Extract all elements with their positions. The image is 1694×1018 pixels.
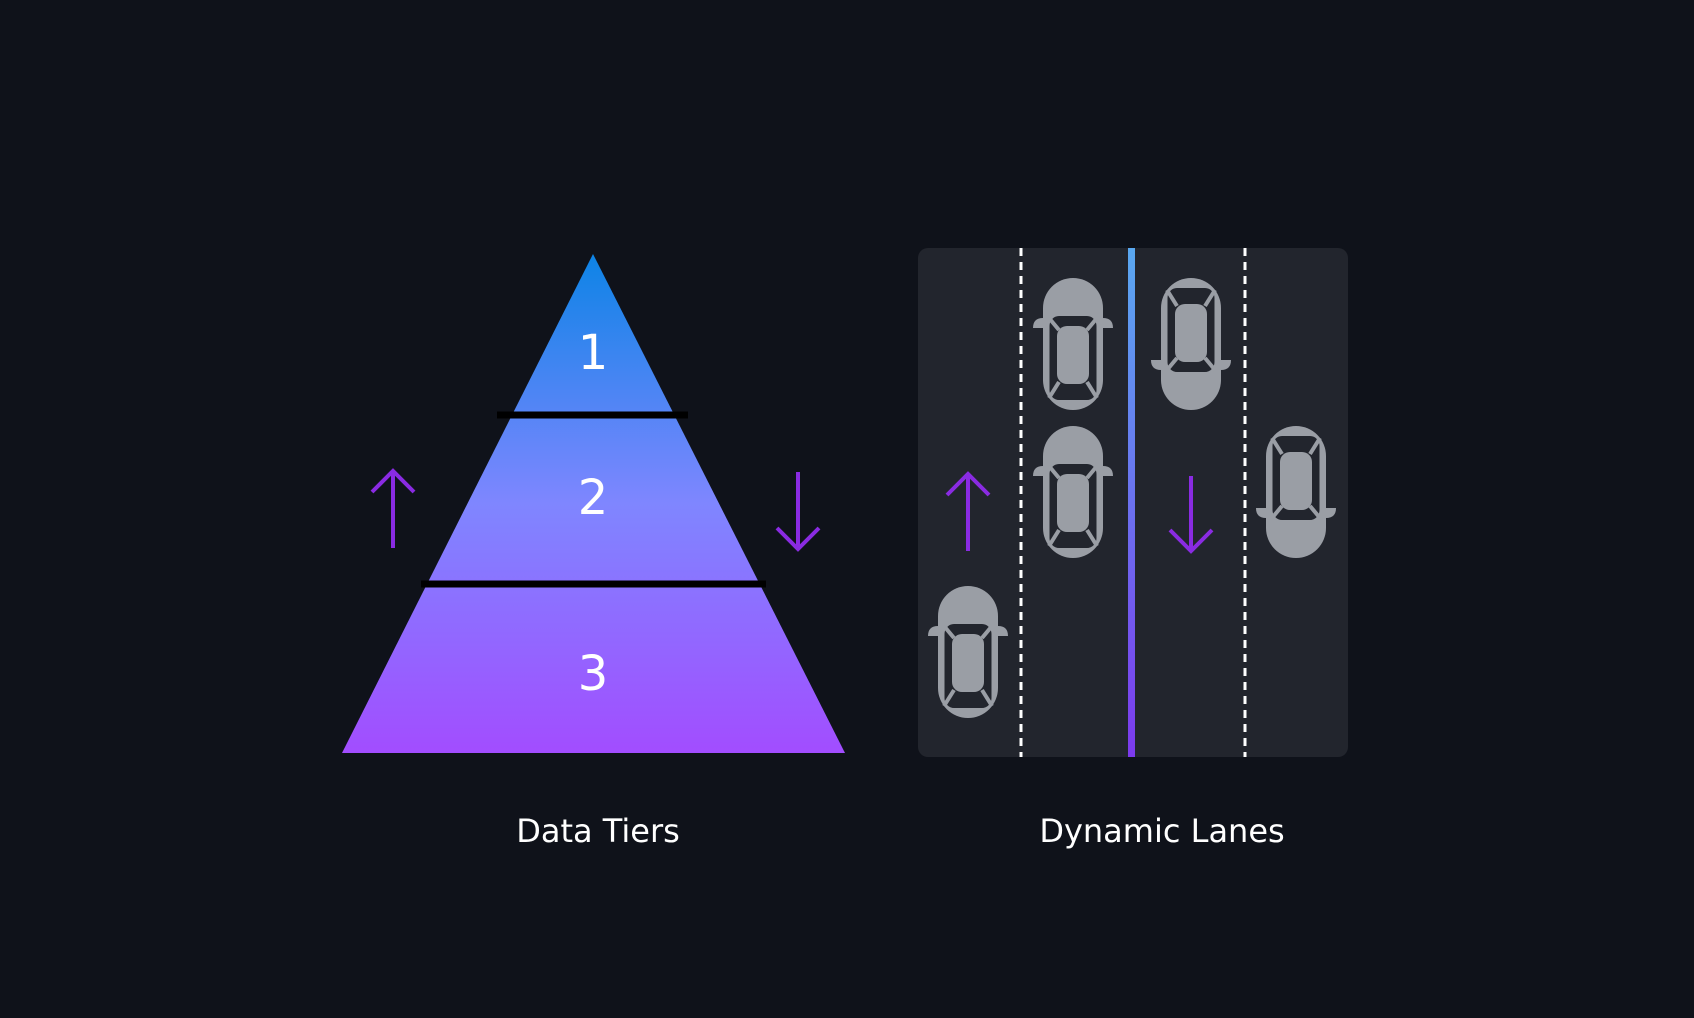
pyramid-shape (342, 254, 845, 753)
car-icon (1149, 276, 1233, 412)
pyramid: 1 2 3 (342, 254, 845, 753)
arrow-down-icon (1168, 476, 1214, 554)
car-icon (1254, 424, 1338, 560)
car-icon (926, 584, 1010, 720)
arrow-up-icon (945, 471, 991, 551)
arrow-up-icon (370, 468, 416, 548)
car-icon (1031, 424, 1115, 560)
lanes-panel (918, 248, 1348, 757)
tier-label-3: 3 (578, 646, 609, 702)
tier-label-1: 1 (578, 325, 609, 381)
lanes-caption: Dynamic Lanes (1039, 812, 1285, 850)
arrow-down-icon (775, 472, 821, 552)
tier-label-2: 2 (578, 470, 609, 526)
center-divider (1128, 248, 1135, 757)
car-icon (1031, 276, 1115, 412)
pyramid-caption: Data Tiers (516, 812, 680, 850)
